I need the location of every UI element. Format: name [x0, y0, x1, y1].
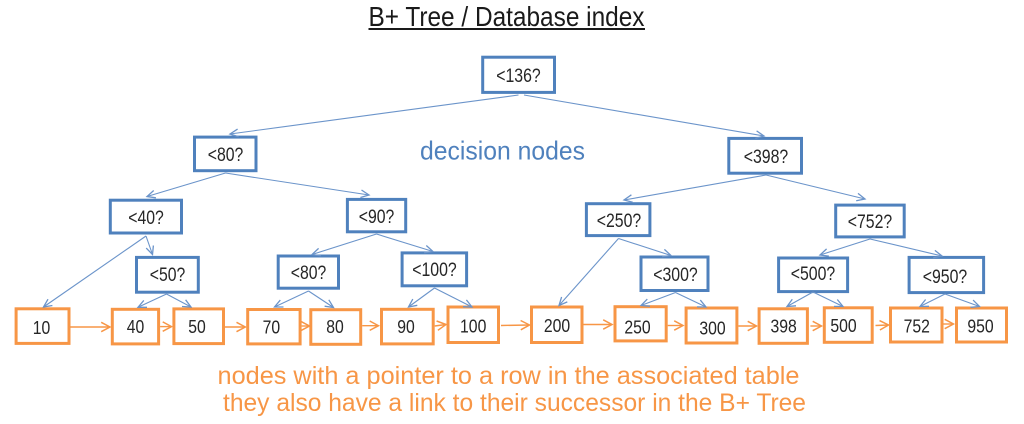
svg-text:90: 90 — [397, 317, 415, 337]
svg-text:<100?: <100? — [412, 260, 457, 281]
svg-text:<752?: <752? — [848, 212, 893, 233]
svg-text:250: 250 — [624, 318, 650, 338]
svg-text:<40?: <40? — [128, 208, 164, 229]
svg-text:<90?: <90? — [359, 207, 395, 228]
svg-text:300: 300 — [699, 319, 725, 339]
svg-text:<398?: <398? — [744, 147, 789, 168]
svg-text:<80?: <80? — [208, 145, 244, 166]
svg-text:200: 200 — [544, 316, 570, 336]
svg-text:70: 70 — [263, 318, 281, 338]
svg-text:nodes with a pointer to a row: nodes with a pointer to a row in the ass… — [218, 362, 800, 390]
svg-text:<950?: <950? — [923, 267, 968, 288]
svg-text:950: 950 — [967, 316, 993, 336]
svg-text:<80?: <80? — [291, 263, 327, 284]
svg-text:398: 398 — [770, 317, 796, 337]
svg-text:decision nodes: decision nodes — [420, 136, 585, 166]
svg-text:<500?: <500? — [791, 264, 836, 285]
svg-text:B+ Tree / Database index: B+ Tree / Database index — [369, 1, 645, 32]
svg-text:<50?: <50? — [150, 265, 186, 286]
svg-text:752: 752 — [904, 316, 930, 336]
svg-text:<250?: <250? — [597, 211, 642, 232]
svg-text:50: 50 — [188, 317, 206, 337]
svg-text:100: 100 — [460, 317, 486, 337]
svg-text:500: 500 — [830, 316, 856, 336]
svg-text:40: 40 — [127, 317, 145, 337]
svg-text:they also have a link to their: they also have a link to their successor… — [223, 389, 806, 417]
svg-text:<136?: <136? — [496, 66, 541, 87]
svg-text:10: 10 — [33, 318, 51, 338]
svg-text:80: 80 — [326, 317, 344, 337]
svg-text:<300?: <300? — [653, 265, 698, 286]
